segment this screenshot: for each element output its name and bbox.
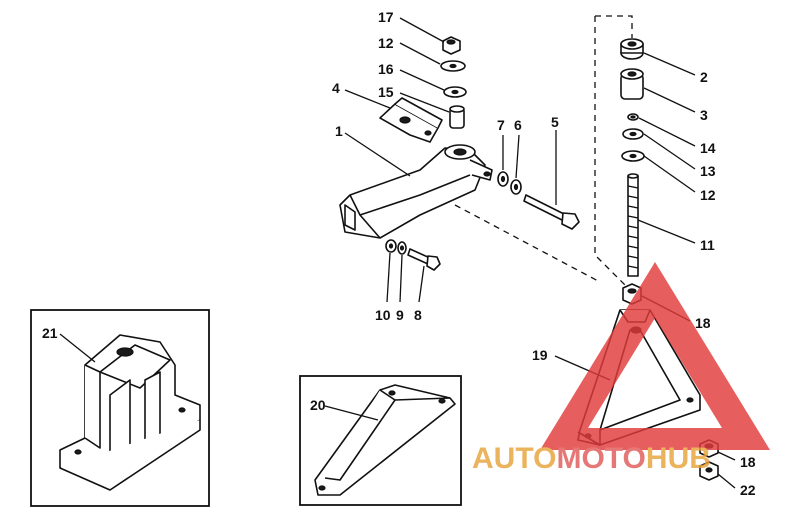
callout-3: 3	[700, 107, 708, 123]
part-6-washer	[510, 179, 522, 195]
callout-2: 2	[700, 69, 708, 85]
callout-12-lower: 12	[700, 187, 716, 203]
callout-11: 11	[700, 237, 715, 253]
callout-9: 9	[396, 307, 404, 323]
callout-20: 20	[310, 397, 326, 413]
part-13-washer	[622, 128, 644, 140]
part-12-washer-lower	[621, 150, 645, 162]
callout-18-upper: 18	[695, 315, 711, 331]
callout-7: 7	[497, 117, 505, 133]
part-2-nut	[620, 38, 644, 60]
part-17-nut	[442, 36, 461, 55]
part-3-bushing	[620, 68, 644, 100]
callout-18-lower: 18	[740, 454, 756, 470]
watermark-brand-moto: MOTO	[556, 442, 645, 475]
callout-21: 21	[42, 325, 58, 341]
watermark-brand-auto: AUTO	[472, 442, 556, 475]
callout-1: 1	[335, 123, 343, 139]
callout-8: 8	[414, 307, 422, 323]
callout-5: 5	[551, 114, 559, 130]
callout-10: 10	[375, 307, 391, 323]
part-8-bolt	[407, 248, 441, 271]
part-14-nut	[627, 113, 639, 121]
part-1-mount-arm	[339, 144, 493, 239]
callout-labels: 17 12 16 15 4 1 7 6 5 10 9 8 2 3 14 13 1…	[42, 9, 756, 498]
watermark-logo: AUTOMOTOHUB	[472, 262, 770, 475]
part-11-stud	[627, 173, 639, 277]
callout-15: 15	[378, 84, 394, 100]
callout-12-upper: 12	[378, 35, 394, 51]
callout-16: 16	[378, 61, 394, 77]
part-4-bracket	[379, 97, 443, 143]
inset-part-21	[30, 309, 210, 507]
assembly-dash-lines	[454, 15, 633, 287]
part-7-washer	[497, 171, 509, 187]
callout-6: 6	[514, 117, 522, 133]
callout-13: 13	[700, 163, 716, 179]
callout-22: 22	[740, 482, 756, 498]
part-9-washer	[397, 241, 407, 255]
part-16-washer	[443, 86, 467, 98]
part-10-washer	[385, 239, 397, 253]
svg-text:AUTOMOTOHUB: AUTOMOTOHUB	[472, 442, 711, 475]
watermark-brand-hub: HUB	[646, 442, 711, 475]
callout-4: 4	[332, 80, 340, 96]
part-12-washer-upper	[440, 60, 466, 72]
part-5-bolt	[523, 194, 580, 230]
callout-19: 19	[532, 347, 548, 363]
callout-14: 14	[700, 140, 716, 156]
callout-17: 17	[378, 9, 394, 25]
part-22-nut	[699, 461, 719, 481]
watermark-triangle-icon	[540, 262, 770, 450]
part-15-sleeve	[449, 105, 465, 129]
inset-part-20	[299, 375, 462, 506]
